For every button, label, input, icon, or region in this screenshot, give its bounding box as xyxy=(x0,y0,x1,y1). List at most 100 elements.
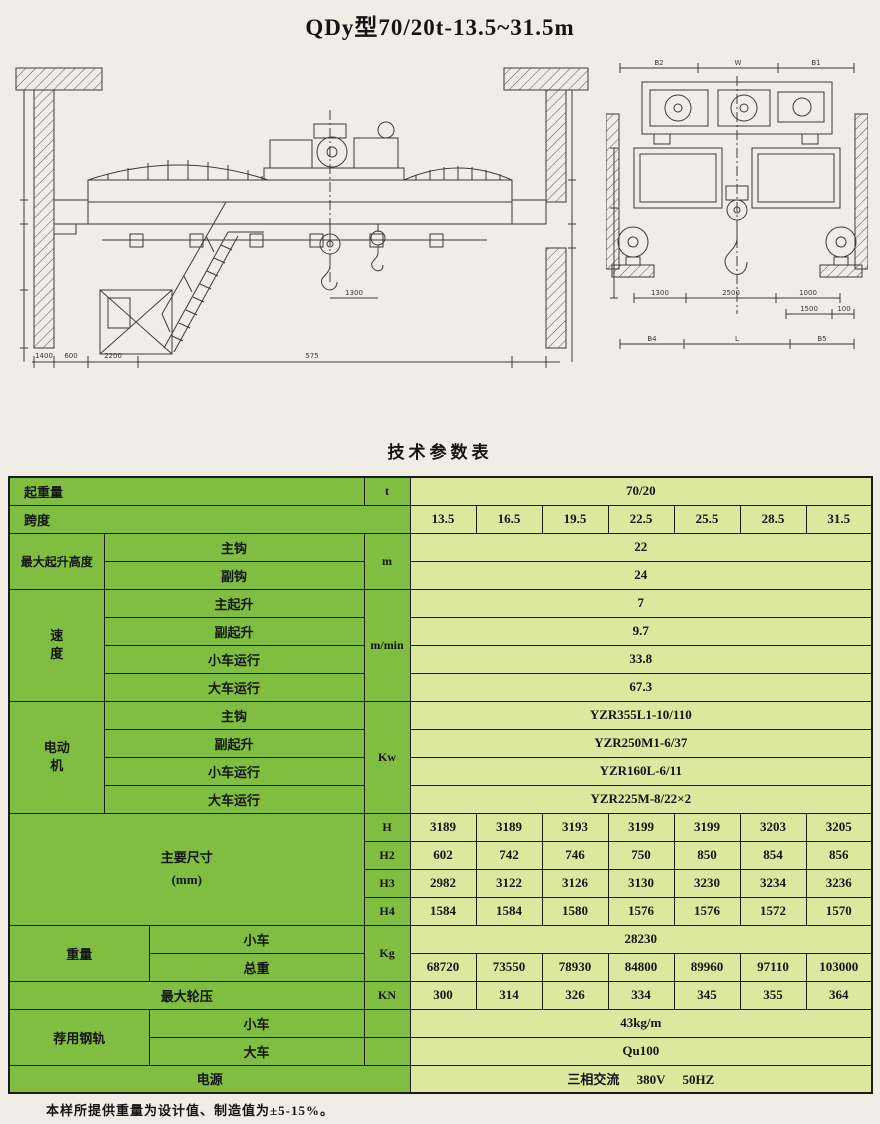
value-cell: 314 xyxy=(475,980,543,1010)
row-dimension-h2: H2 602 742 746 750 850 854 856 xyxy=(9,840,873,870)
dimension-text: 2200 xyxy=(104,352,122,360)
row-power: 电源 三相交流 380V 50HZ xyxy=(8,1064,873,1094)
row-label-cell: 总重 xyxy=(148,952,365,982)
value-cell: 326 xyxy=(541,980,609,1010)
value-cell: 1584 xyxy=(475,896,543,926)
dimension-text: 100 xyxy=(837,305,850,313)
dimension-text: 575 xyxy=(305,352,318,360)
value-cell: 1576 xyxy=(673,896,741,926)
building-wall-right xyxy=(854,113,868,270)
row-speed-main-hoist: 速度 主起升 m/min 7 xyxy=(8,588,873,702)
row-weight-total: 总重 68720 73550 78930 84800 89960 97110 1… xyxy=(9,952,873,982)
dimension-text: B4 xyxy=(647,335,657,343)
trolley xyxy=(263,121,405,181)
value-cell: 70/20 xyxy=(409,476,873,506)
row-label-cell: H xyxy=(363,812,411,842)
value-cell: 9.7 xyxy=(409,616,873,646)
value-cell: 334 xyxy=(607,980,675,1010)
end-carriage-wheels xyxy=(611,226,863,278)
row-lift-height-aux: 副钩 24 xyxy=(9,560,873,590)
dimension-text: 1400 xyxy=(35,352,53,360)
value-cell: 3189 xyxy=(409,812,477,842)
value-cell: 3205 xyxy=(805,812,873,842)
value-cell: YZR225M-8/22×2 xyxy=(409,784,873,814)
girder-cross-sections xyxy=(633,147,841,209)
value-cell: 3234 xyxy=(739,868,807,898)
row-label-cell: 小车运行 xyxy=(103,644,365,674)
unit-cell xyxy=(363,1008,411,1038)
row-label-cell: 主钩 xyxy=(103,700,365,730)
value-cell: 3193 xyxy=(541,812,609,842)
value-cell: 7 xyxy=(409,588,873,618)
dimension-text: 2500 xyxy=(722,289,740,297)
value-cell: 750 xyxy=(607,840,675,870)
value-cell: 78930 xyxy=(541,952,609,982)
value-cell: 97110 xyxy=(739,952,807,982)
row-dimension-h4: H4 1584 1584 1580 1576 1576 1572 1570 xyxy=(9,896,873,926)
row-label-cell: 副起升 xyxy=(103,728,365,758)
unit-cell: Kg xyxy=(363,924,411,982)
row-label-cell: 大车运行 xyxy=(103,672,365,702)
value-cell: 31.5 xyxy=(805,504,873,534)
value-cell: 3236 xyxy=(805,868,873,898)
row-label-cell: 副起升 xyxy=(103,616,365,646)
page-title: QDy型70/20t-13.5~31.5m xyxy=(305,15,575,40)
dimension-text: B1 xyxy=(811,59,820,67)
section-label-cell: 荐用钢轨 xyxy=(8,1008,150,1066)
dimension-text: 1500 xyxy=(800,305,818,313)
section-label-text: 电动机 xyxy=(43,739,70,773)
value-cell: 2982 xyxy=(409,868,477,898)
stairs xyxy=(161,201,264,353)
section-label-text: 速度 xyxy=(50,627,64,661)
value-cell: Qu100 xyxy=(409,1036,873,1066)
value-cell: 25.5 xyxy=(673,504,741,534)
value-cell: 3199 xyxy=(607,812,675,842)
crane-elevation-drawing: 1400 600 2200 575 1300 xyxy=(15,67,589,368)
value-cell: 67.3 xyxy=(409,672,873,702)
unit-cell xyxy=(363,1036,411,1066)
section-label-cell: 跨度 xyxy=(8,504,411,534)
dimension-text: 600 xyxy=(64,352,77,360)
value-cell: 28.5 xyxy=(739,504,807,534)
value-cell: 1576 xyxy=(607,896,675,926)
row-wheel-load: 最大轮压 KN 300 314 326 334 345 355 364 xyxy=(8,980,873,1010)
aux-hook xyxy=(370,224,386,272)
footnote: 本样所提供重量为设计值、制造值为±5-15%。 xyxy=(46,1103,334,1118)
value-cell: 33.8 xyxy=(409,644,873,674)
dimension-text: W xyxy=(735,59,742,67)
value-cell: 742 xyxy=(475,840,543,870)
row-label-cell: 主起升 xyxy=(103,588,365,618)
section-label-cell: 速度 xyxy=(8,588,105,702)
value-cell: 19.5 xyxy=(541,504,609,534)
value-cell: 68720 xyxy=(409,952,477,982)
building-wall-right xyxy=(503,67,589,349)
section-label-cell: 重量 xyxy=(8,924,150,982)
section-label-text: 主要尺寸 xyxy=(160,849,213,865)
row-speed-trolley: 小车运行 33.8 xyxy=(9,644,873,674)
dimension-text: B5 xyxy=(817,335,826,343)
value-cell: 22 xyxy=(409,532,873,562)
value-cell: 850 xyxy=(673,840,741,870)
dimension-lines xyxy=(610,63,855,349)
row-speed-aux-hoist: 副起升 9.7 xyxy=(9,616,873,646)
value-cell: 22.5 xyxy=(607,504,675,534)
row-label-cell: 大车运行 xyxy=(103,784,365,814)
main-hook xyxy=(724,185,749,275)
row-label-cell: H3 xyxy=(363,868,411,898)
value-cell: 3203 xyxy=(739,812,807,842)
unit-cell: t xyxy=(363,476,411,506)
row-label-cell: 小车运行 xyxy=(103,756,365,786)
value-cell: 13.5 xyxy=(409,504,477,534)
crane-end-view-drawing: B2 W B1 1300 2500 1000 1500 100 B4 L B5 xyxy=(606,59,868,349)
row-motor-trolley: 小车运行 YZR160L-6/11 xyxy=(9,756,873,786)
unit-cell: m xyxy=(363,532,411,590)
value-cell: 三相交流 380V 50HZ xyxy=(409,1064,873,1094)
dimension-text: 1300 xyxy=(345,289,363,297)
operator-cab xyxy=(99,289,173,355)
value-cell: YZR250M1-6/37 xyxy=(409,728,873,758)
row-rail-trolley: 荐用钢轨 小车 43kg/m xyxy=(8,1008,873,1066)
technical-drawings: 1400 600 2200 575 1300 xyxy=(12,52,868,374)
main-hook xyxy=(319,224,341,291)
value-cell: YZR160L-6/11 xyxy=(409,756,873,786)
value-cell: 103000 xyxy=(805,952,873,982)
